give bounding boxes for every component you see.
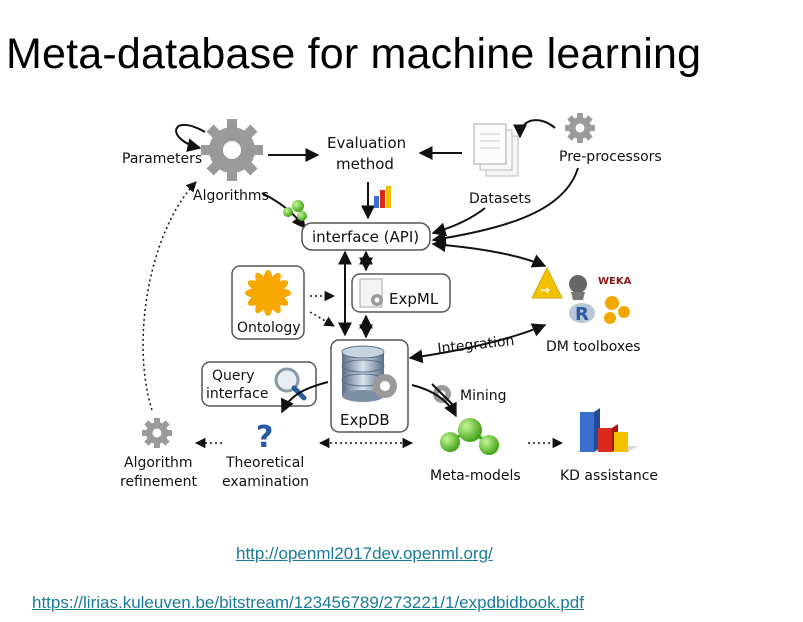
algorithm-refinement-label-2: refinement [120, 474, 197, 490]
evaluation-label-1: Evaluation [327, 134, 406, 152]
openml-link[interactable]: http://openml2017dev.openml.org/ [236, 544, 493, 563]
interface-api-box [301, 222, 431, 251]
evaluation-label-2: method [336, 155, 394, 173]
theoretical-label-2: examination [222, 474, 309, 490]
algorithm-refinement-label-1: Algorithm [124, 455, 193, 471]
algorithms-gear-icon [201, 119, 263, 181]
kd-assistance-label: KD assistance [560, 468, 658, 484]
meta-models-label: Meta-models [430, 468, 521, 484]
kd-assistance-chart-icon [576, 408, 638, 452]
expdb-book-link[interactable]: https://lirias.kuleuven.be/bitstream/123… [32, 593, 584, 612]
dm-toolboxes-label: DM toolboxes [546, 339, 641, 355]
ontology-star-icon [245, 270, 291, 316]
parameters-label: Parameters [122, 151, 202, 167]
algorithms-label: Algorithms [193, 188, 269, 204]
mining-gear-icon [431, 383, 453, 405]
preprocessors-gear-icon [565, 113, 595, 143]
evaluation-bars-icon [374, 186, 391, 208]
expdb-database-icon [341, 345, 397, 402]
weka-logo-label: WEKA [598, 276, 632, 287]
algorithm-refinement-gear-icon [142, 418, 172, 448]
svg-text:→: → [540, 283, 550, 297]
datasets-label: Datasets [469, 191, 531, 207]
ontology-label: Ontology [237, 320, 301, 336]
integration-label: Integration [437, 333, 515, 357]
r-logo-label: R [575, 304, 589, 325]
meta-models-molecule-icon [440, 418, 499, 455]
green-molecule-small-icon [283, 200, 307, 221]
mining-label: Mining [460, 388, 507, 404]
expml-label: ExpML [389, 290, 439, 308]
slide-title: Meta-database for machine learning [6, 30, 702, 78]
interface-api-label: interface (API) [312, 228, 419, 246]
query-label-1: Query [212, 368, 255, 384]
query-label-2: interface [206, 386, 268, 402]
datasets-icon [473, 123, 519, 177]
preprocessors-label: Pre-processors [559, 149, 662, 165]
expml-document-icon [359, 278, 383, 308]
expdb-label: ExpDB [340, 411, 390, 429]
dm-toolboxes-logos: → WEKA R [531, 266, 632, 325]
theoretical-label-1: Theoretical [225, 455, 304, 471]
question-mark-icon: ? [256, 420, 273, 455]
